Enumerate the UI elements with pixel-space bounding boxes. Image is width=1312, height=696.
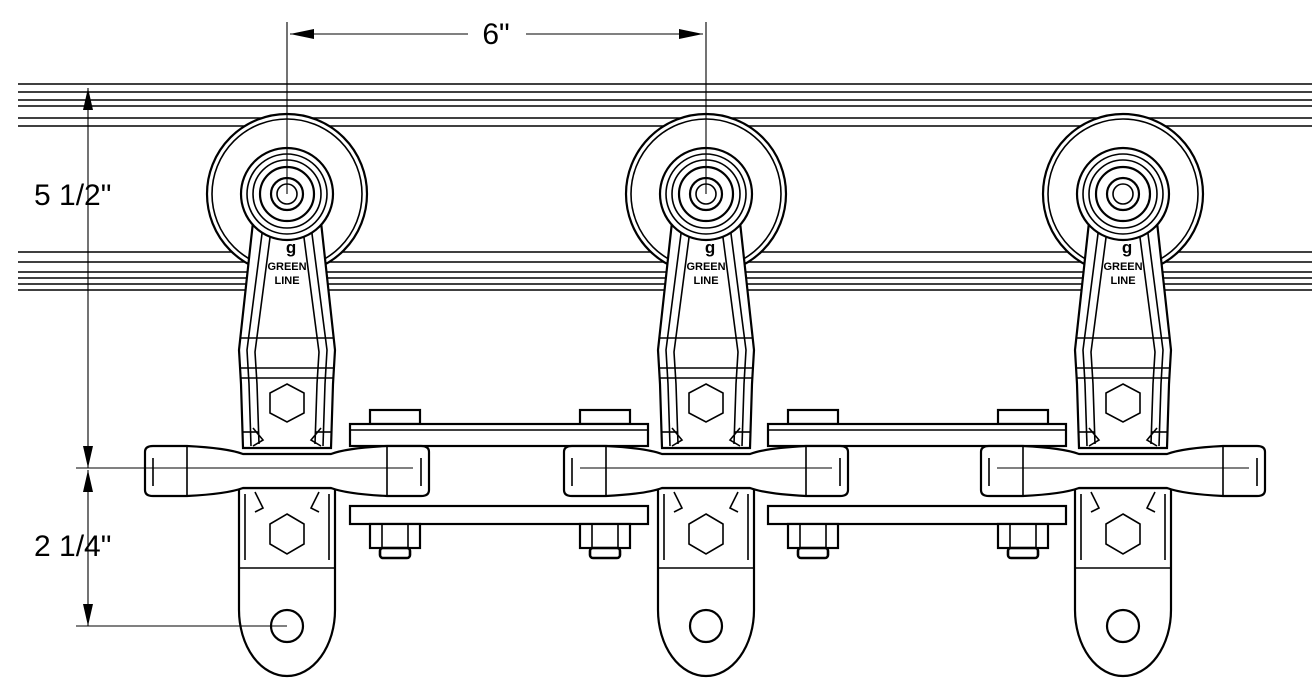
dimension-pitch-label: 6": [482, 18, 509, 51]
logo-mark: g: [705, 238, 715, 257]
dimension-lower-height: 2 1/4": [34, 470, 287, 627]
dimension-upper-height-label: 5 1/2": [34, 179, 111, 212]
chain-link-3: [979, 444, 1267, 498]
logo-trolley-2: g GREEN LINE: [686, 238, 725, 287]
logo-line2: LINE: [1110, 275, 1135, 287]
logo-line1: GREEN: [686, 261, 725, 273]
logo-mark: g: [286, 238, 296, 257]
trolley-3: [1073, 146, 1173, 678]
dimension-upper-height: 5 1/2": [34, 88, 182, 469]
logo-line1: GREEN: [1103, 261, 1142, 273]
logo-line2: LINE: [693, 275, 718, 287]
dimension-pitch: 6": [286, 18, 707, 194]
trolley-1: [237, 146, 337, 678]
chain-link-2: [562, 444, 850, 498]
logo-trolley-3: g GREEN LINE: [1103, 238, 1142, 287]
trolley-2: [656, 146, 756, 678]
logo-trolley-1: g GREEN LINE: [267, 238, 306, 287]
logo-mark: g: [1122, 238, 1132, 257]
chain-link-1: [143, 444, 431, 498]
dimension-lower-height-label: 2 1/4": [34, 530, 111, 563]
logo-line1: GREEN: [267, 261, 306, 273]
logo-line2: LINE: [274, 275, 299, 287]
